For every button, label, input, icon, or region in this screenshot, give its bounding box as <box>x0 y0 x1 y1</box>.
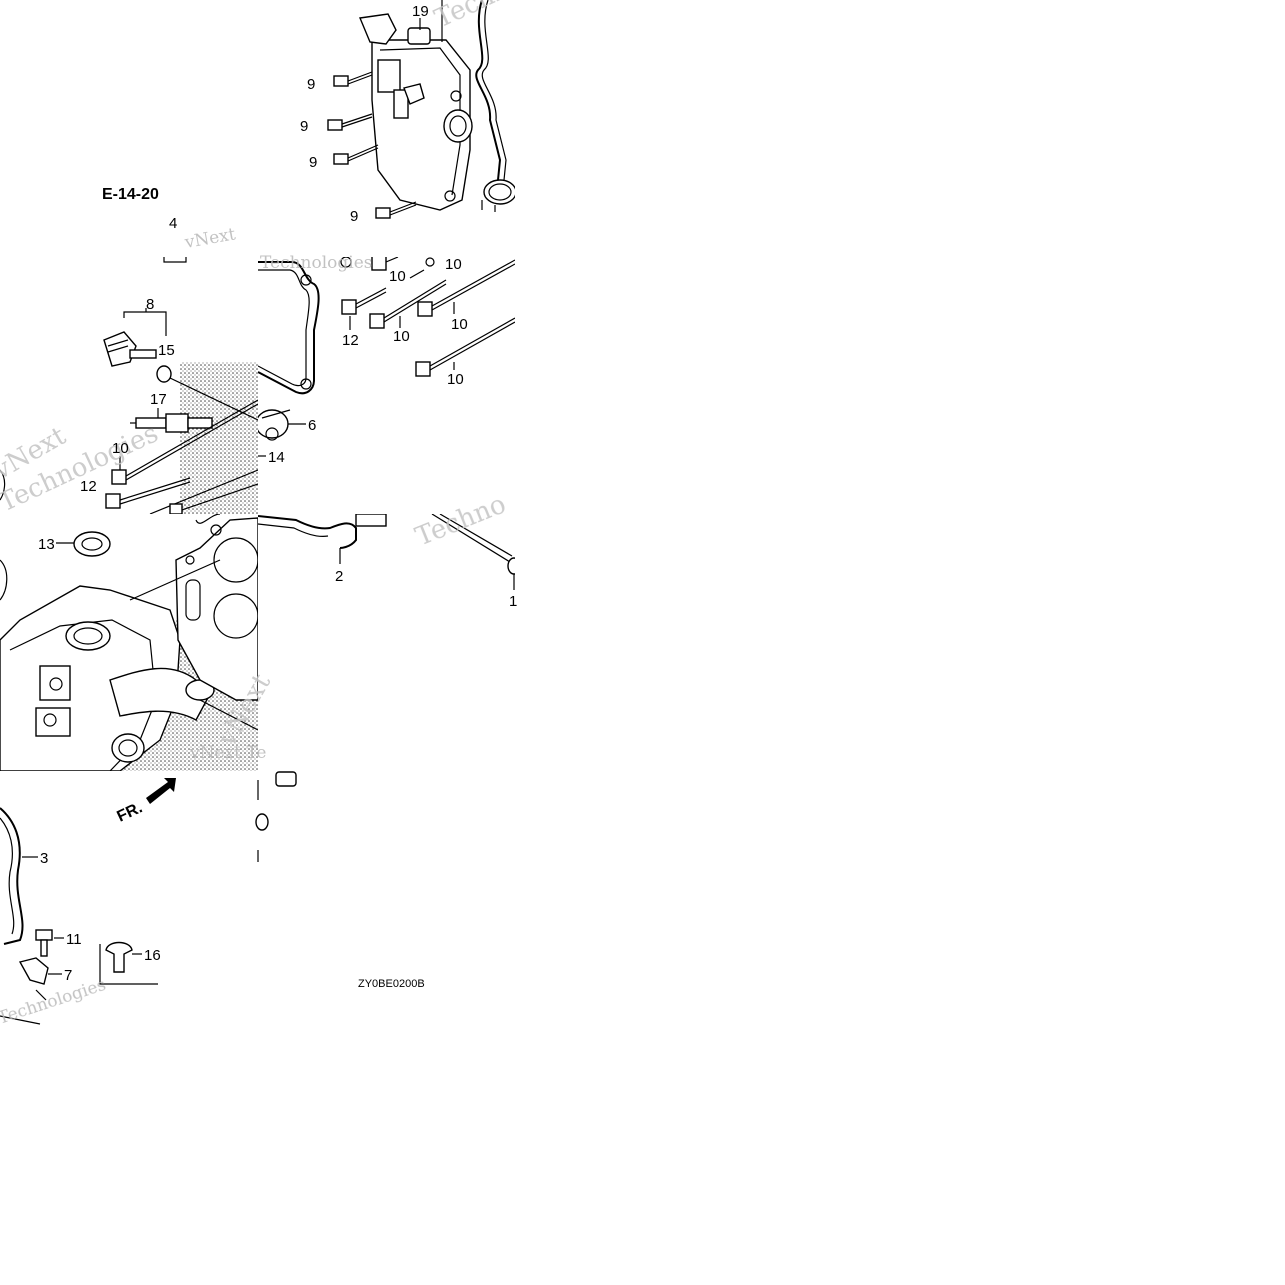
bolt-9-a <box>333 71 373 87</box>
front-direction-arrow <box>146 778 176 804</box>
cover-gasket-and-stud <box>258 514 515 590</box>
valve-cover-assembly <box>327 0 515 219</box>
front-label: FR. <box>115 799 146 825</box>
callout-10-f[interactable]: 10 <box>447 371 464 388</box>
callout-9-b[interactable]: 9 <box>300 118 308 135</box>
spark-plug <box>130 413 213 433</box>
callout-9-d[interactable]: 9 <box>350 208 358 225</box>
callout-14[interactable]: 14 <box>268 449 285 466</box>
reference-label[interactable]: E-14-20 <box>102 186 159 203</box>
bolt-10-c <box>417 259 515 317</box>
oil-seal <box>73 531 111 557</box>
head-gasket <box>175 517 258 701</box>
callout-9-a[interactable]: 9 <box>307 76 315 93</box>
callout-10-b[interactable]: 10 <box>389 268 406 285</box>
callout-2[interactable]: 2 <box>335 568 343 585</box>
temperature-sensor <box>103 331 157 367</box>
callout-4[interactable]: 4 <box>169 215 177 232</box>
callout-12-b[interactable]: 12 <box>342 332 359 349</box>
bolt-10-a <box>371 257 399 271</box>
callout-9-c[interactable]: 9 <box>309 154 317 171</box>
callout-16[interactable]: 16 <box>144 947 161 964</box>
callout-6[interactable]: 6 <box>308 417 316 434</box>
callout-1[interactable]: 1 <box>509 593 517 610</box>
callout-17[interactable]: 17 <box>150 391 167 408</box>
callout-10-c[interactable]: 10 <box>445 256 462 273</box>
bolt-9-b <box>327 113 373 131</box>
callout-10-e[interactable]: 10 <box>451 316 468 333</box>
bolt-10-d <box>415 317 515 377</box>
callout-19[interactable]: 19 <box>412 3 429 20</box>
callout-10-left[interactable]: 10 <box>112 440 129 457</box>
bolt-9-c <box>333 144 379 165</box>
callout-15[interactable]: 15 <box>158 342 175 359</box>
bolt-10-b <box>369 279 447 329</box>
bolt-11 <box>35 929 53 957</box>
callout-8[interactable]: 8 <box>146 296 154 313</box>
head-bolts-group <box>258 257 515 457</box>
callout-3[interactable]: 3 <box>40 850 48 867</box>
cylinder-head-upper-left <box>0 257 258 514</box>
callout-12-left[interactable]: 12 <box>80 478 97 495</box>
bracket-7 <box>18 957 49 1001</box>
callout-7[interactable]: 7 <box>64 967 72 984</box>
watermark-techno-right: Techno <box>411 489 510 552</box>
breather-valve <box>258 409 291 441</box>
callout-13[interactable]: 13 <box>38 536 55 553</box>
watermark-vnext-small: vNext <box>182 224 237 253</box>
cylinder-head-block <box>0 514 258 771</box>
callout-10-d[interactable]: 10 <box>393 328 410 345</box>
watermark-technologies-bottom: Technologies <box>0 975 109 1029</box>
watermark-vnext-te: vNext Te <box>189 743 266 763</box>
bolt-12-b <box>341 287 387 315</box>
bolt-10-left <box>111 399 258 485</box>
bolt-12-left <box>105 477 191 509</box>
bolt-9-d <box>375 201 417 219</box>
callout-11[interactable]: 11 <box>66 931 82 948</box>
diagram-code: ZY0BE0200B <box>358 978 425 990</box>
watermark-technologies-mid: Technologies <box>260 253 373 273</box>
clip-16-box <box>99 941 158 985</box>
callout-labels: E-14-20 ZY0BE0200B FR. 19 9 9 9 9 4 8 15… <box>38 3 517 990</box>
lower-parts <box>0 771 297 1025</box>
